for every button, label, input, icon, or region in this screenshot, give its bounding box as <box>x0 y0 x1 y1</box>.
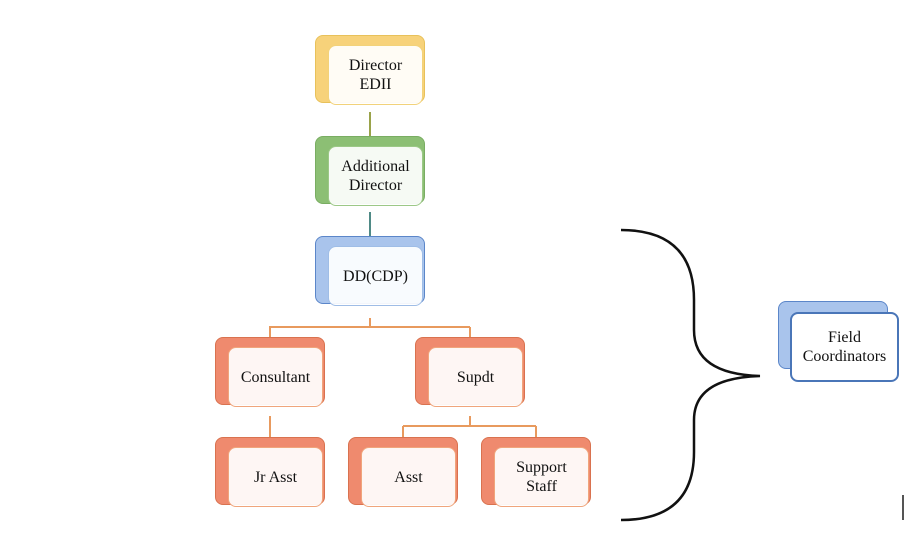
curly-brace <box>620 228 761 522</box>
edge-divider <box>902 495 904 520</box>
node-supdt: Supdt <box>415 337 525 409</box>
node-support-staff-label: Support Staff <box>494 447 589 507</box>
node-dd-cdp: DD(CDP) <box>315 236 425 308</box>
node-additional-director-label: Additional Director <box>328 146 423 206</box>
node-consultant-label: Consultant <box>228 347 323 407</box>
node-supdt-label: Supdt <box>428 347 523 407</box>
node-field-coordinators: Field Coordinators <box>778 301 900 383</box>
node-asst-label: Asst <box>361 447 456 507</box>
node-support-staff: Support Staff <box>481 437 591 509</box>
node-consultant: Consultant <box>215 337 325 409</box>
node-field-coordinators-label: Field Coordinators <box>790 312 899 382</box>
node-asst: Asst <box>348 437 458 509</box>
node-director: Director EDII <box>315 35 425 107</box>
node-director-label: Director EDII <box>328 45 423 105</box>
node-dd-cdp-label: DD(CDP) <box>328 246 423 306</box>
node-jr-asst-label: Jr Asst <box>228 447 323 507</box>
node-additional-director: Additional Director <box>315 136 425 208</box>
node-jr-asst: Jr Asst <box>215 437 325 509</box>
